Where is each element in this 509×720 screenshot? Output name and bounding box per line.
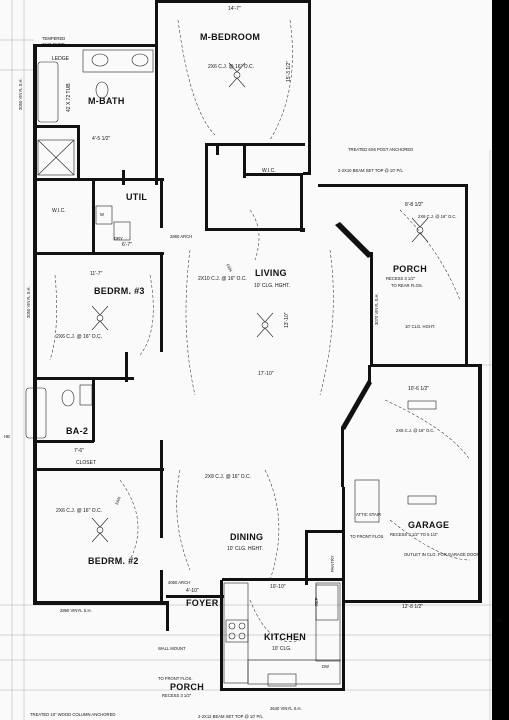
fan-master [228,62,246,88]
dim-porch-rear: 8'-8 1/2" [405,202,424,208]
label-porch-rear: PORCH [393,264,427,274]
clg-dining: 10' CLG. HGHT. [227,546,263,552]
joist-dining: 2X8 C.J. @ 16" O.C. [205,474,251,480]
fan-bed2 [91,517,109,543]
label-dryer: DRY [114,236,123,241]
label-util: UTIL [126,192,147,202]
joist-bedroom2: 2X6 C.J. @ 16" O.C. [56,508,102,514]
joist-porch-rear: 2X6 C.J. @ 16" O.C. [418,214,457,219]
room-labels: M-BEDROOM 14'-7" 2X6 C.J. @ 16" O.C. 15'… [52,6,480,698]
label-living: LIVING [255,268,287,278]
attic-stair: ATTIC STAIR [356,512,381,517]
label-kitchen: KITCHEN [264,632,306,642]
note-post: TREATED 6X6 POST ANCHORED [348,147,413,152]
note-fan-living: FAN [225,263,233,273]
recess-porch-rear: RECESS 3 1/2" [386,276,416,281]
dim-util: 6'-7" [122,242,132,248]
dim-master-bath: 4'-5 1/2" [92,136,111,142]
clg-living: 10' CLG. HGHT. [254,283,290,289]
fixtures [25,49,380,687]
clg-kitchen: 10' CLG. [272,646,292,652]
note-fan-bed2: FAN [114,496,121,505]
joist-living: 2X10 C.J. @ 16" O.C. [198,276,247,282]
dim-kitchen: 10'-10" [270,584,286,590]
joist-bedroom3: 2X6 C.J. @ 16" O.C. [56,334,102,340]
dim-bath2: 7'-6" [74,448,84,454]
note-hb-right: HB [496,618,502,623]
label-bedroom2: BEDRM. #2 [88,556,139,566]
label-porch-front: PORCH [170,682,204,692]
dim-garage: 10'-6 1/2" [408,386,429,392]
label-ledge: LEDGE [52,56,70,62]
label-master-bath: M-BATH [88,96,125,106]
label-closet: CLOSET [76,460,96,466]
clg-porch-rear: 10' CLG. HGHT. [405,324,435,329]
note-wood-col: TREATED 10" WOOD COLUMN ANCHORED [30,712,115,717]
dim2-living: 13'-10" [284,312,290,328]
fan-bed3 [91,305,109,331]
exterior-walls [33,0,482,691]
note-vinyl-bottom: 2860 VINYL S.H. [60,608,92,613]
dim-living: 17'-10" [258,371,274,377]
dim2-master-bedroom: 15'-3 1/2" [286,61,292,82]
dim-foyer: 4'-10" [186,588,199,594]
recess-porch-front: RECESS 3 1/2" [162,693,192,698]
note-arch2: 4060 ARCH [168,580,190,585]
label-foyer: FOYER [186,598,219,608]
note-beam-bottom: 2-2X12 BEAM SET TOP @ 10' P/L [198,714,263,719]
note-arch1: 2860 ARCH [170,234,192,239]
outlet-garage: OUTLET IN CLG. FOR GARAGE DOOR [404,552,480,557]
note-vinyl-kitchen: 2640 VINYL S.H. [270,706,302,711]
plan-notes: TEMPERED 2640 FIXED TREATED 6X6 POST ANC… [4,36,502,719]
label-master-bedroom: M-BEDROOM [200,32,260,42]
scan-border [492,0,509,720]
dim-master-bedroom: 14'-7" [228,6,241,12]
joist-master-bedroom: 2X6 C.J. @ 16" O.C. [208,64,254,70]
light-garage2 [407,495,437,505]
note-fixed: 2640 FIXED [42,42,65,47]
recess-garage: RECESS 3 1/2" TO 5 1/2" [390,532,438,537]
note-ref: REF [314,597,319,606]
label-pantry: PANTRY [330,555,335,572]
fan-porch [411,217,429,243]
label-garage: GARAGE [408,520,449,530]
toflr-porch-rear: TO REAR FLOS. [391,283,423,288]
note-vinyl-porch: 3070 VINYL S.H. [374,293,379,325]
note-hb-left: HB [4,434,10,439]
dim2-garage: 12'-8 1/2" [402,604,423,610]
joist-garage: 2X6 C.J. @ 16" O.C. [396,428,435,433]
note-vinyl-left: 3050 VINYL S.H. [26,286,31,318]
note-dw: DW [322,664,329,669]
fan-living [256,312,274,338]
toflr-porch-front: TO FRONT FLOS. [158,676,193,681]
note-tempered: TEMPERED [42,36,65,41]
label-bedroom3: BEDRM. #3 [94,286,145,296]
note-beam-top: 2-2X10 BEAM SET TOP @ 10' P/L [338,168,403,173]
note-vinyl-side: 3050 VINYL S.H. [18,78,23,110]
dim-bedroom3: 11'-7" [90,271,103,277]
label-tub: 42 X 72 TUB [66,83,72,112]
toflr-garage: TO FRONT FLOS. [350,534,385,539]
label-dining: DINING [230,532,263,542]
note-wall-mount: WALL MOUNT [158,646,186,651]
label-washer: W [100,212,104,217]
electrical-runs [49,19,471,642]
label-bath2: BA-2 [66,426,88,436]
interior-walls [34,45,345,605]
label-wic-hall: W.I.C. [52,208,66,214]
light-garage1 [407,400,437,410]
label-wic-master: W.I.C. [262,168,276,174]
ceiling-fans [91,62,437,543]
